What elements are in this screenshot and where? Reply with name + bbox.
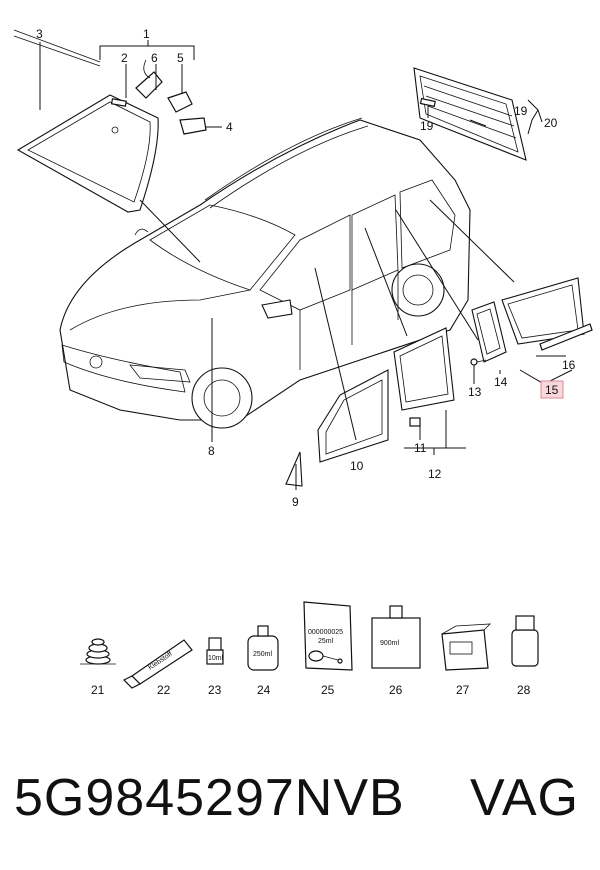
callout-15[interactable]: 15	[545, 383, 559, 397]
callout-20: 20	[544, 116, 558, 130]
callout-21: 21	[91, 683, 105, 697]
accessories-row: Klebstoff 10ml 250ml 000000025 25ml 900m	[80, 601, 539, 697]
callout-4: 4	[226, 120, 233, 134]
sealant-bag-part[interactable]: 000000025 25ml	[303, 601, 353, 671]
side-window-seal-part[interactable]	[539, 323, 593, 351]
can-part[interactable]: 250ml	[247, 625, 279, 671]
callout-15-highlight	[540, 380, 564, 399]
callout-24: 24	[257, 683, 271, 697]
windscreen-strip-part[interactable]	[13, 29, 101, 67]
callout-16: 16	[562, 358, 576, 372]
sensor-group[interactable]	[110, 59, 207, 135]
callout-10: 10	[350, 459, 364, 473]
front-quarter-glass-part[interactable]	[285, 451, 303, 487]
callout-13: 13	[468, 385, 482, 399]
callout-23: 23	[208, 683, 222, 697]
bag-label-2: 25ml	[318, 638, 334, 645]
callout-3: 3	[36, 27, 43, 41]
box-part[interactable]	[441, 623, 492, 671]
rear-quarter-glass-part[interactable]	[471, 301, 507, 363]
callout-6: 6	[151, 51, 158, 65]
rear-window-part[interactable]	[413, 67, 527, 161]
tall-bottle-part[interactable]	[511, 615, 539, 667]
callout-8: 8	[208, 444, 215, 458]
brand-name: VAG	[470, 769, 579, 827]
callout-labels: 1 2 3 4 5 6 8 9 10 11 12 13 14 15 16 19 …	[36, 27, 576, 509]
small-bottle-label: 10ml	[208, 655, 224, 662]
side-window-part[interactable]	[501, 277, 585, 345]
callout-26: 26	[389, 683, 403, 697]
jug-part[interactable]: 900ml	[371, 605, 421, 669]
callout-5: 5	[177, 51, 184, 65]
callout-27: 27	[456, 683, 470, 697]
adhesive-tube-part[interactable]: Klebstoff	[122, 639, 193, 689]
small-bottle-part[interactable]: 10ml	[206, 637, 224, 665]
callout-9: 9	[292, 495, 299, 509]
callout-19-b: 19	[514, 104, 528, 118]
front-door-glass-part[interactable]	[317, 369, 389, 463]
spring-part[interactable]	[80, 638, 116, 665]
can-label: 250ml	[253, 651, 273, 658]
bag-label-1: 000000025	[308, 629, 343, 636]
callout-1: 1	[143, 27, 150, 41]
rear-window-clip-part[interactable]	[419, 97, 436, 108]
jug-label: 900ml	[380, 640, 400, 647]
car-body	[59, 117, 471, 429]
callout-14: 14	[494, 375, 508, 389]
callout-22: 22	[157, 683, 171, 697]
part-number: 5G9845297NVB	[14, 769, 405, 827]
rear-door-glass-part[interactable]	[393, 327, 455, 427]
callout-2: 2	[121, 51, 128, 65]
callout-12: 12	[428, 467, 442, 481]
callout-11: 11	[414, 441, 427, 455]
leader-lines	[39, 40, 573, 490]
windscreen-part[interactable]	[16, 94, 159, 213]
callout-25: 25	[321, 683, 335, 697]
footer: 5G9845297NVB VAG	[0, 760, 600, 860]
callout-19: 19	[420, 119, 434, 133]
callout-28: 28	[517, 683, 531, 697]
parts-diagram: 1 2 3 4 5 6 8 9 10 11 12 13 14 15 16 19 …	[13, 27, 593, 697]
